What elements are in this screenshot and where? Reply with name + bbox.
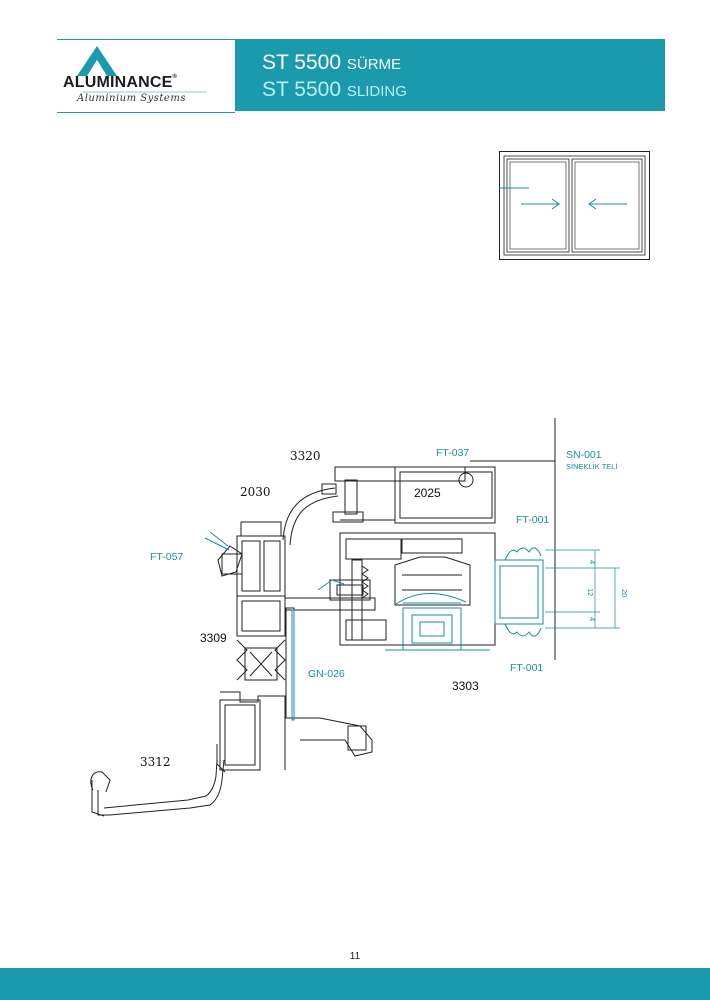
label-3309: 3309 [200,631,227,645]
label-sineklik-teli: SİNEKLİK TELİ [566,462,618,471]
label-ft-001-bottom: FT-001 [510,662,543,674]
label-sn-001: SN-001 [566,449,602,461]
label-gn-026: GN-026 [308,668,345,680]
brand-tagline: Aluminium Systems [77,93,186,104]
dimension-12: 12 [586,588,595,596]
arrow-left-icon [588,198,627,210]
label-ft-057: FT-057 [150,551,183,563]
page-header: ALUMINANCE® Aluminium Systems ST 5500 SÜ… [57,39,665,113]
label-3303: 3303 [452,679,479,693]
page-number: 11 [349,951,361,962]
label-3312: 3312 [140,755,171,769]
logo: ALUMINANCE® Aluminium Systems [57,39,235,113]
dimension-4-top: 4 [588,560,597,564]
label-ft-001-top: FT-001 [516,514,549,526]
label-ft-037: FT-037 [436,447,469,459]
title-turkish: ST 5500 SÜRME [262,51,402,74]
dimension-20: 20 [620,589,629,597]
label-2025: 2025 [414,486,441,500]
label-2030: 2030 [240,485,271,499]
brand-name: ALUMINANCE® [63,74,178,91]
title-english: ST 5500 SLIDING [262,78,407,101]
sliding-window-icon [499,151,650,260]
triangle-logo-icon [77,46,207,93]
profile-section-drawing: 4 12 4 20 3320 2030 2025 3309 3303 3312 … [90,418,629,817]
dimension-4-bottom: 4 [588,617,597,621]
label-3320: 3320 [290,449,321,463]
footer-band [0,968,710,1000]
arrow-right-icon [521,198,560,210]
title-band: ST 5500 SÜRME ST 5500 SLIDING [235,39,665,111]
